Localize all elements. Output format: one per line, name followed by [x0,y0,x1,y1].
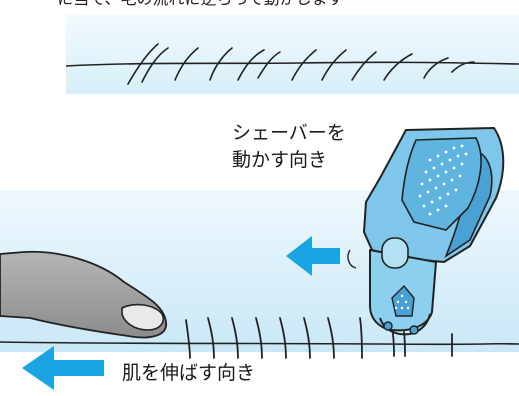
finger [0,250,167,339]
shaver-direction-arrow [286,236,340,276]
top-hairs [127,43,475,85]
main-skin-line [0,341,519,346]
top-skin-bg [66,14,519,94]
skin-direction-caption: 肌を伸ばす向き [122,362,256,384]
shaver-direction-line1: シェーバーを [232,122,346,144]
shaver-button [381,237,409,269]
skin-direction-arrow [22,346,104,390]
top-skin-panel [65,14,519,94]
grip-dots [418,144,468,216]
shaver [347,127,505,336]
header-text: ──に当て、毛の流れに逆らって動かします [37,0,344,8]
shaver-direction-line2: 動かす向き [232,149,328,171]
fingernail [121,303,164,331]
shaver-grip [401,137,482,231]
shaver-direction-caption: シェーバーを 動かす向き [232,120,346,174]
